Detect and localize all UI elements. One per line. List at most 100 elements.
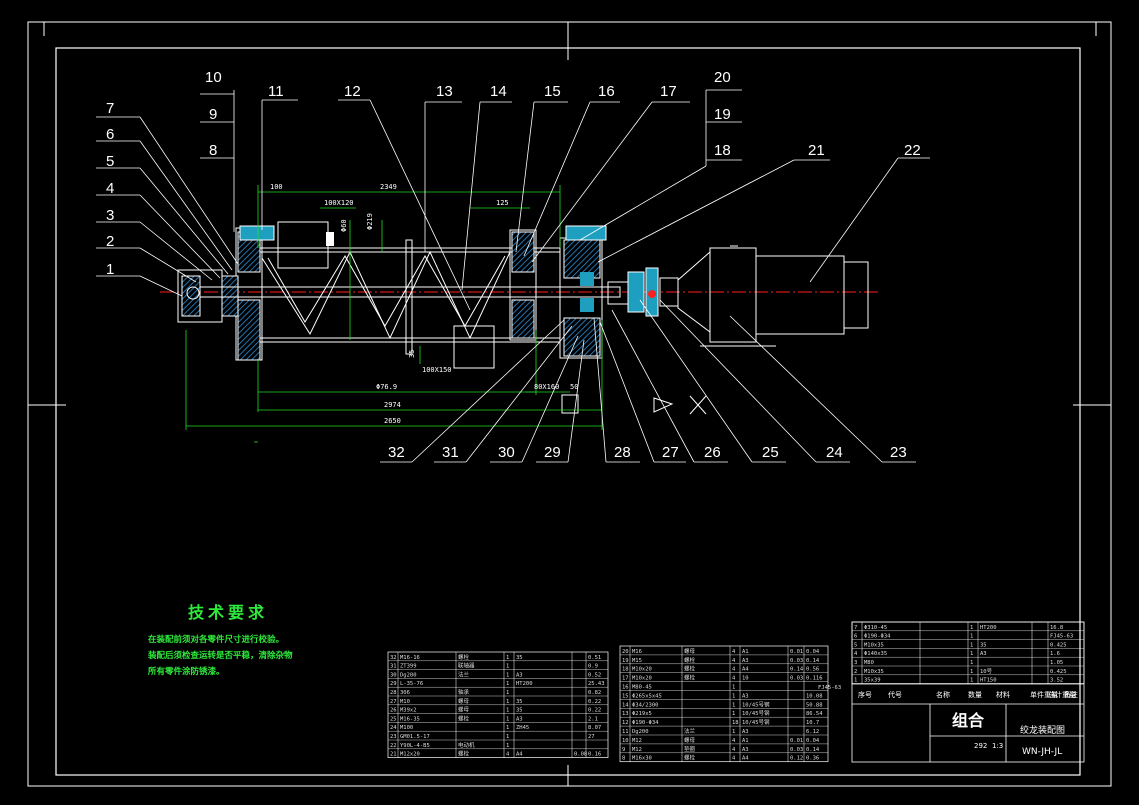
callout-2: 2 [106,233,114,250]
bom-cell: 螺栓 [684,754,696,762]
dim-100x150: 100X150 [422,366,452,374]
bom-cell: M80-45 [632,685,652,691]
bom-cell: 1 [732,693,735,699]
header-material: 材料 [996,690,1010,699]
bom-cell: 1 [732,711,735,717]
bom-cell: 1 [732,702,735,708]
bom-cell: FJ45-63 [1050,634,1073,640]
bom-cell: M10x20 [632,676,652,682]
left-flange [235,225,275,361]
title-weight: 292 [974,742,987,750]
bom-cell: 4 [732,667,736,673]
bom-cell: 4 [732,756,736,762]
dim-100: 100 [270,183,283,191]
bom-cell: 50.88 [806,702,823,708]
dim-80x160: 80X160 [534,383,559,391]
title-group: 组合 [952,711,985,730]
bom-cell: 11 [622,729,629,735]
bom-cell: 15 [622,693,629,699]
bom-cell: Φ140x35 [864,651,887,657]
dim-2650: 2650 [384,417,401,425]
bom-cell: 30 [390,672,397,678]
bom-cell: 10号 [980,668,993,675]
dim-35: 35 [408,350,416,358]
header-qty: 数量 [968,690,982,699]
bom-cell: 电动机 [458,741,475,749]
bom-cell: 螺栓 [458,750,470,758]
dim-50: 50 [570,383,578,391]
bom-cell: 18 [732,720,739,726]
bom-cell: 0.425 [1050,642,1067,648]
header-unit-weight: 单件重量 [1030,690,1058,699]
callout-3: 3 [106,207,114,224]
bom-cell: 0.08 [574,752,587,758]
bom-cell: 25.43 [588,681,605,687]
bom-cell: ZH45 [516,725,529,731]
bom-cell: 1 [506,690,509,696]
tech-requirement-1: 在装配前须对各零件尺寸进行校验。 [148,634,284,645]
title-drawing-name: 绞龙装配图 [1020,724,1065,736]
callout-26: 26 [704,444,721,461]
bom-cell: 0.03 [790,676,803,682]
bom-cell: 18 [622,667,629,673]
bom-cell: 1 [970,634,973,640]
bom-frame [619,645,829,763]
bom-cell: 0.51 [588,655,601,661]
bom-cell: 螺栓 [684,674,696,682]
bom-cell: 垫圈 [684,745,696,753]
tech-requirement-3: 所有零件涂防锈漆。 [147,666,225,677]
dim-d219: Φ219 [366,213,374,230]
bom-cell: 0.116 [806,676,823,682]
section-cross [689,395,707,415]
outlet-box [453,325,495,369]
bom-cell: M10x35 [864,642,884,648]
callout-30: 30 [498,444,515,461]
bom-cell: 16.8 [1050,625,1063,631]
bom-cell: 0.425 [1050,669,1067,675]
bom-cell: 3 [854,660,857,666]
bom-cell: 0.16 [588,752,601,758]
right-flange [509,229,537,341]
dim-125: 125 [496,199,509,207]
bom-cell: 0.03 [790,747,803,753]
bom-cell: 20 [622,649,629,655]
leader-lines [96,89,930,463]
bom-cell: 4 [732,649,736,655]
bom-cell: HT200 [980,625,997,631]
callout-28: 28 [614,444,631,461]
bom-cell: 0.01 [790,738,803,744]
bom-cell: 4 [854,651,858,657]
callout-25: 25 [762,444,779,461]
bom-cell: 31 [390,664,397,670]
bom-cell: 35 [980,642,987,648]
bom-cell: 9 [622,747,625,753]
bom-cell: 1 [506,708,509,714]
bom-cell: 1 [970,669,973,675]
bom-cell: M16 [632,649,642,655]
bom-cell: 1 [506,681,509,687]
bom-cell: 7 [854,625,857,631]
bearing-housing [559,225,607,414]
bom-cell: M12 [632,738,642,744]
bom-cell: A1 [742,738,749,744]
bom-cell: 螺栓 [458,714,470,722]
bom-cell: 35 [516,708,523,714]
bom-cell: 21 [390,752,397,758]
bom-cell: 10 [622,738,629,744]
bom-cell: 1 [506,664,509,670]
bom-cell: 12 [622,720,629,726]
callout-17: 17 [660,83,677,100]
bom-cell: 24 [390,725,397,731]
callout-23: 23 [890,444,907,461]
dim-2349: 2349 [380,183,397,191]
bom-cell: 0.01 [790,649,803,655]
bom-cell: M100 [400,725,413,731]
bom-cell: 1 [506,716,509,722]
bom-cell: 35 [516,699,523,705]
callout-24: 24 [826,444,843,461]
header-remark: 备注 [1064,690,1078,699]
bom-cell: 10.7 [806,720,819,726]
callout-15: 15 [544,83,561,100]
bom-cell: A3 [742,693,749,699]
